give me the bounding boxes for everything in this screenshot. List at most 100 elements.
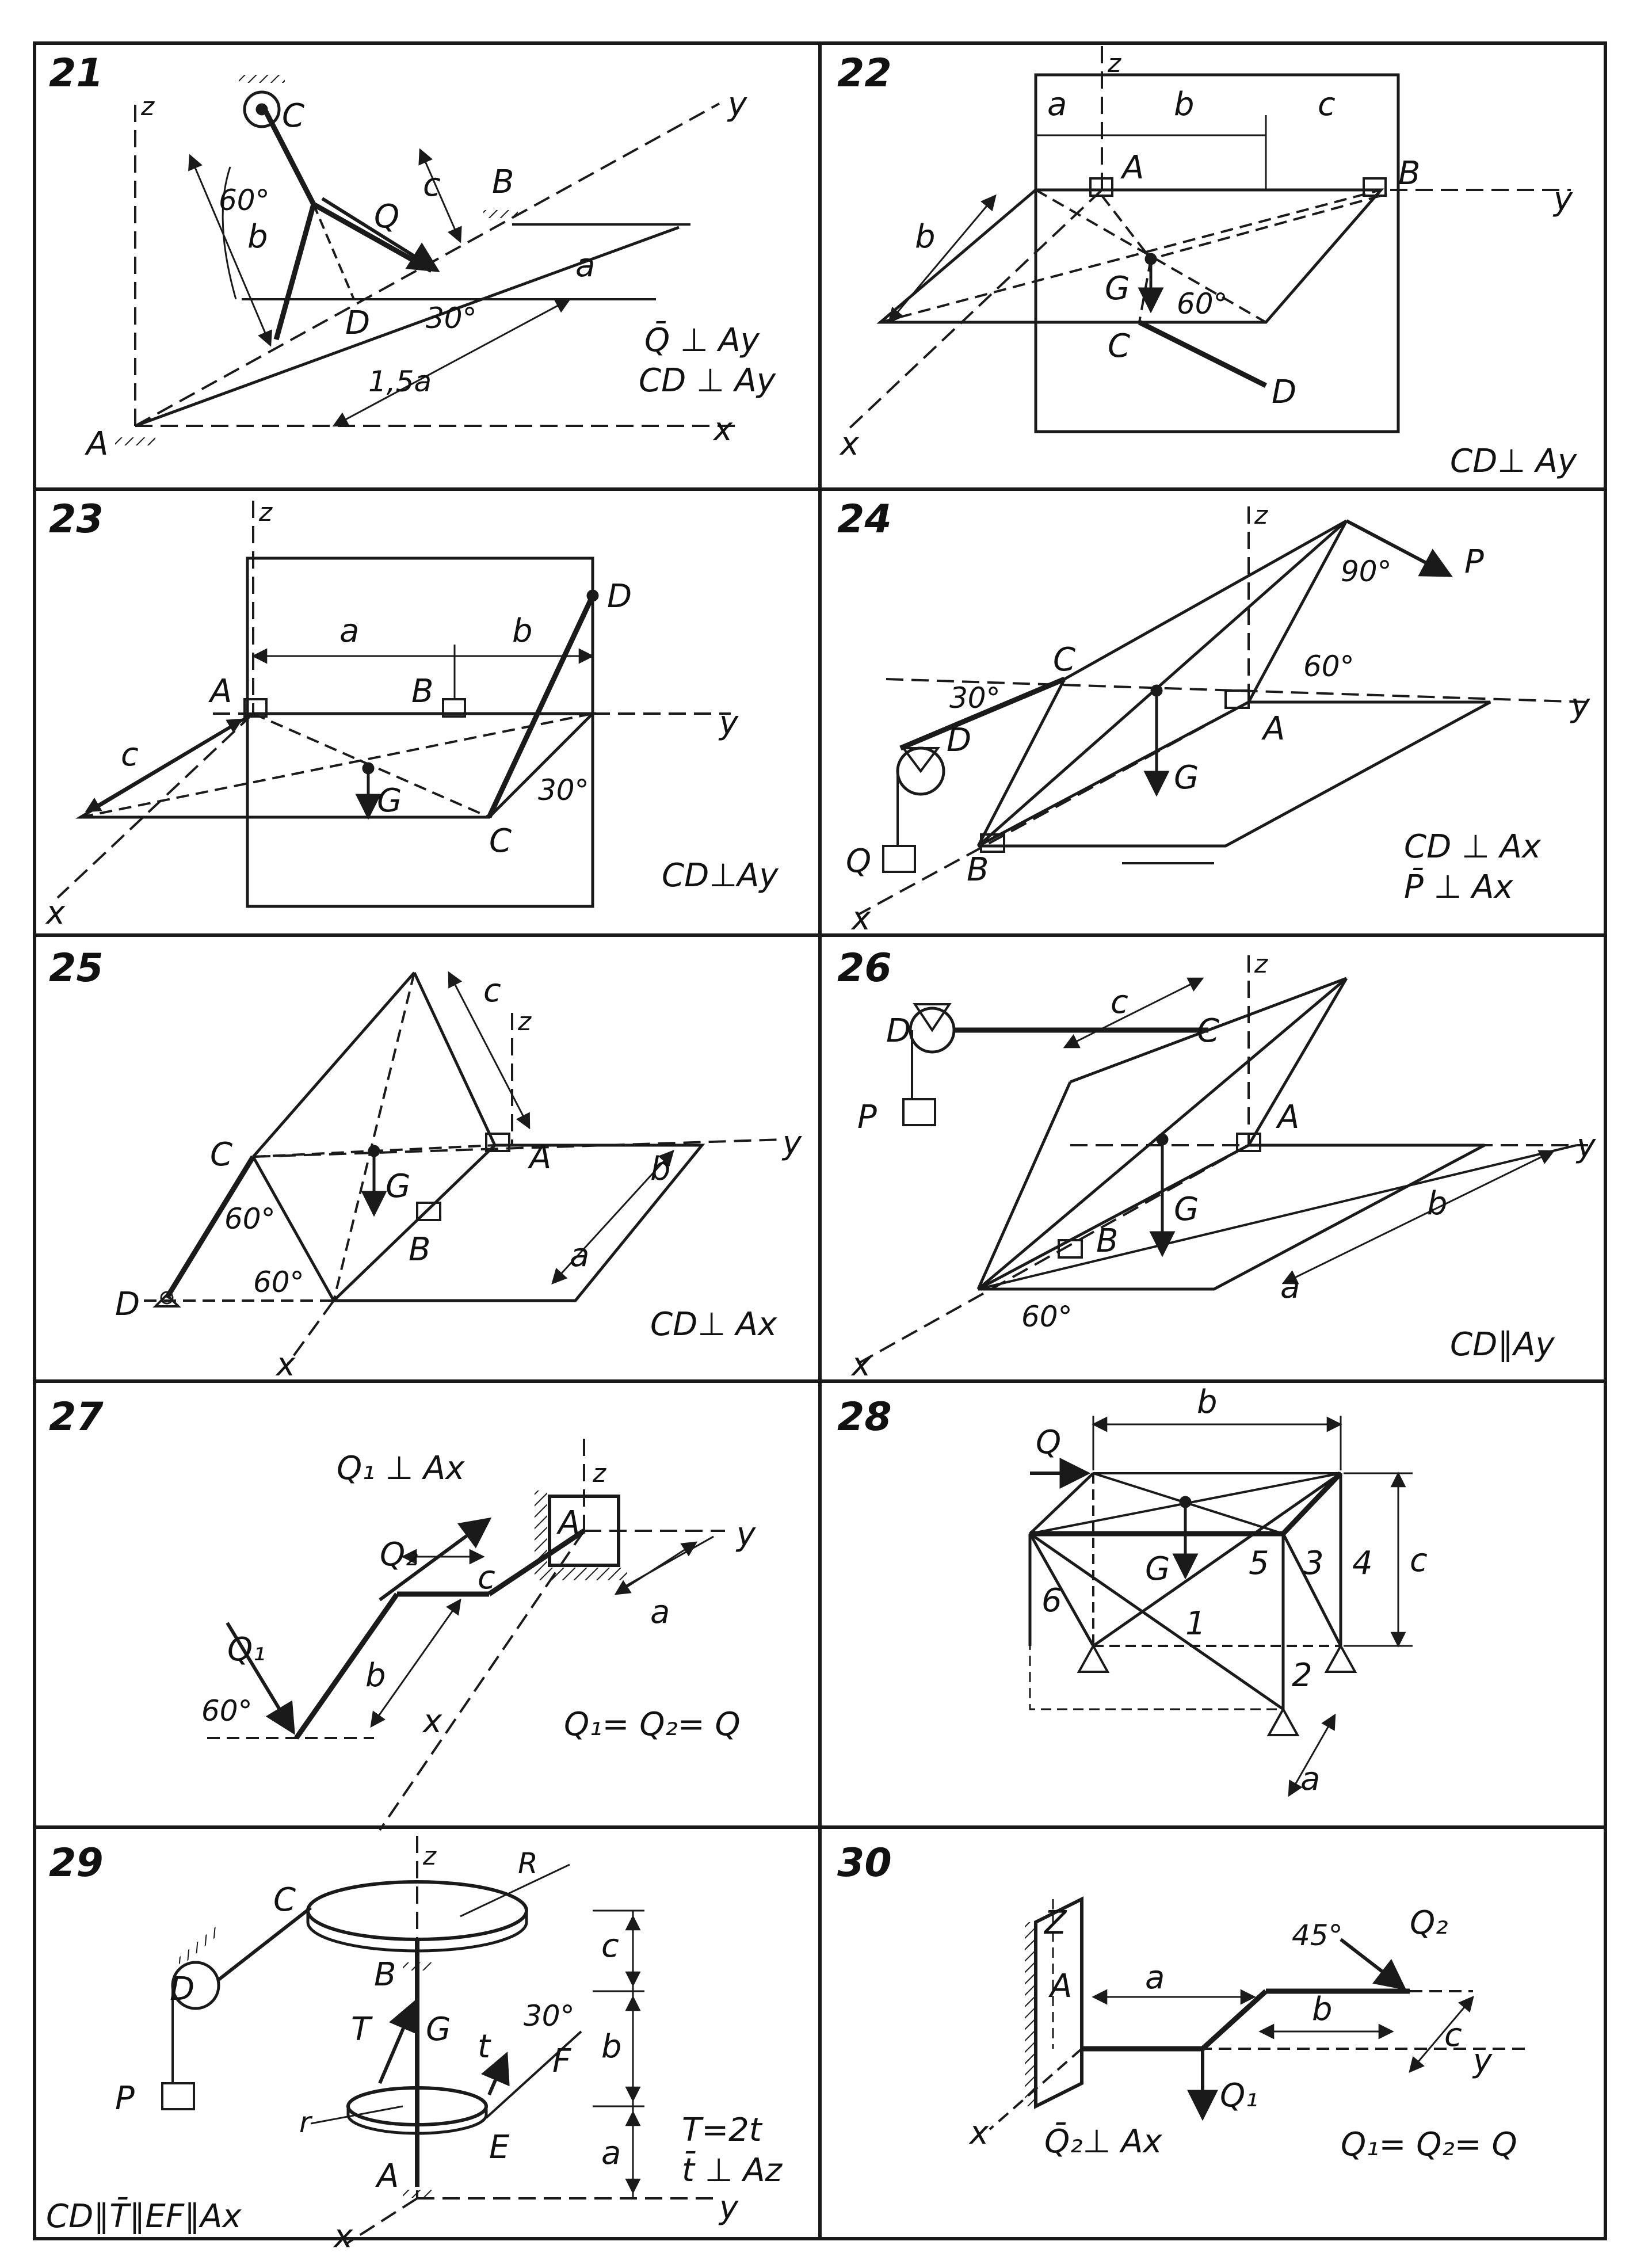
label-F: F — [552, 2042, 571, 2080]
panel-number: 25 — [49, 946, 104, 991]
label-D: D — [345, 304, 370, 342]
label-6: 6 — [1041, 1582, 1062, 1619]
label-60: 60° — [219, 184, 270, 217]
label-Q: Q — [846, 843, 871, 880]
label-G: G — [377, 782, 402, 819]
label-c: c — [1111, 984, 1128, 1021]
label-G: G — [1174, 759, 1199, 796]
note-2: t̄ ⊥ Az — [682, 2152, 783, 2189]
label-b: b — [1312, 1991, 1333, 2028]
label-x: x — [839, 425, 860, 463]
note-1: CD⊥ Ay — [1450, 443, 1577, 480]
label-x: x — [850, 1346, 871, 1383]
label-x: x — [275, 1346, 296, 1383]
label-c: c — [483, 972, 501, 1009]
label-C: C — [489, 822, 512, 860]
label-R: R — [518, 1847, 538, 1880]
label-C: C — [282, 97, 304, 135]
label-z: z — [258, 498, 273, 527]
label-A: A — [375, 2158, 399, 2195]
label-4: 4 — [1352, 1545, 1373, 1582]
label-1: 1 — [1185, 1605, 1206, 1642]
panel-number: 23 — [49, 497, 104, 542]
label-A: A — [528, 1139, 551, 1176]
panel-24: 24 C A B D G P Q 90° 60° 30° x y z CD ⊥ … — [837, 497, 1590, 937]
label-30: 30° — [949, 681, 1001, 715]
label-G: G — [1174, 1191, 1199, 1228]
label-C: C — [210, 1136, 232, 1173]
label-x: x — [712, 411, 733, 448]
label-c: c — [478, 1559, 495, 1596]
note-1: Q̄₂⊥ Ax — [1044, 2123, 1162, 2160]
label-D: D — [1272, 373, 1296, 411]
note-1: Q₁ ⊥ Ax — [337, 1450, 465, 1487]
label-30: 30° — [426, 302, 477, 335]
label-A: A — [1048, 1968, 1072, 2005]
label-b-side: b — [915, 218, 936, 256]
label-2: 2 — [1292, 1657, 1312, 1694]
label-y: y — [727, 86, 747, 123]
panel-number: 24 — [837, 497, 892, 542]
label-a: a — [570, 1237, 589, 1274]
label-60-lower: 60° — [253, 1265, 304, 1299]
label-B: B — [374, 1956, 396, 1993]
label-D: D — [115, 1286, 140, 1323]
label-60: 60° — [1177, 287, 1228, 321]
label-A: A — [85, 425, 108, 463]
label-P: P — [115, 2080, 135, 2117]
label-A: A — [1261, 710, 1285, 748]
note-1: CD⊥ Ax — [650, 1306, 777, 1343]
label-A: A — [1276, 1099, 1299, 1136]
label-G: G — [426, 2011, 451, 2048]
label-c: c — [423, 166, 441, 204]
label-C: C — [1053, 641, 1075, 679]
label-Q1: Q₁ — [1220, 2077, 1258, 2114]
label-b: b — [650, 1150, 671, 1188]
label-A: A — [1120, 149, 1144, 186]
label-a: a — [1145, 1959, 1165, 1996]
label-30: 30° — [524, 1999, 575, 2033]
note-1: CD ⊥ Ax — [1404, 828, 1542, 866]
panel-29: 29 C B G T t F E D P A — [46, 1836, 783, 2255]
note-2: CD ⊥ Ay — [639, 362, 776, 399]
panel-number: 28 — [837, 1394, 892, 1440]
panel-27: 27 Q₁ ⊥ Ax A Q₁ Q₂ a b c 60° x y z Q₁= Q… — [49, 1394, 756, 1831]
label-c: c — [1410, 1542, 1428, 1579]
label-60-upper: 60° — [224, 1202, 276, 1236]
label-B: B — [967, 851, 989, 889]
label-y: y — [718, 2189, 739, 2227]
note-1: CD⊥Ay — [662, 857, 779, 894]
label-z: z — [1254, 950, 1268, 979]
label-a: a — [339, 612, 359, 650]
label-C: C — [273, 1881, 296, 1919]
label-c: c — [1444, 2017, 1462, 2054]
label-x: x — [422, 1703, 442, 1740]
panel-23: 23 a b c A B C D G 30° x y z CD⊥Ay — [45, 497, 779, 932]
label-Q: Q — [374, 198, 399, 235]
panel-28: 28 Q G b c a 1 2 3 — [837, 1383, 1428, 1798]
label-z: z — [592, 1459, 606, 1488]
label-Q: Q — [1036, 1424, 1061, 1461]
label-b: b — [1174, 86, 1195, 123]
label-A: A — [208, 673, 232, 710]
label-5: 5 — [1249, 1545, 1269, 1582]
label-c: c — [1318, 86, 1336, 123]
label-b: b — [512, 612, 533, 650]
label-30: 30° — [538, 773, 589, 807]
label-a: a — [1047, 86, 1067, 123]
label-60: 60° — [1303, 650, 1355, 683]
panel-number: 30 — [837, 1840, 892, 1886]
label-z: z — [1107, 49, 1121, 78]
note-1: Q̄ ⊥ Ay — [644, 322, 760, 359]
label-P: P — [857, 1099, 877, 1136]
label-Q1: Q₁ — [227, 1631, 266, 1668]
panel-number: 27 — [49, 1394, 104, 1440]
label-T: T — [351, 2011, 373, 2048]
note-2: Q₁= Q₂= Q — [1341, 2126, 1517, 2163]
label-D: D — [170, 1970, 194, 2008]
panel-number: 22 — [837, 51, 892, 96]
label-b: b — [247, 218, 268, 256]
label-b: b — [1197, 1383, 1218, 1421]
label-z: z — [422, 1842, 437, 1871]
